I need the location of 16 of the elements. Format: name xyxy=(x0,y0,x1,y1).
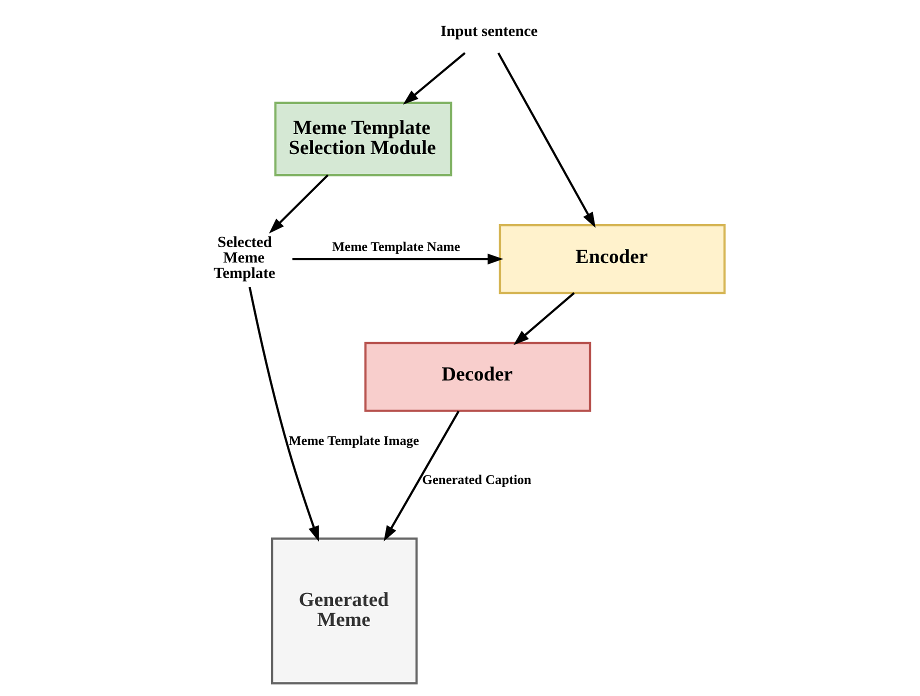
arrow xyxy=(248,286,318,542)
edge-label: Meme Template Image xyxy=(288,432,419,448)
edge-label: Meme Template Name xyxy=(332,238,460,254)
node-text: Selected Meme Template xyxy=(213,234,275,282)
node-box: Meme Template Selection Module xyxy=(274,102,452,176)
arrow xyxy=(512,292,574,346)
node-box: Decoder xyxy=(364,342,591,412)
arrow xyxy=(383,410,460,542)
edge-label: Generated Caption xyxy=(422,472,531,487)
arrow xyxy=(268,174,328,234)
node-text: Input sentence xyxy=(440,22,538,40)
node-box: Encoder xyxy=(498,224,726,294)
arrow xyxy=(496,52,596,228)
arrow xyxy=(292,254,503,265)
node-box: Generated Meme xyxy=(270,538,418,684)
arrow xyxy=(402,52,466,105)
